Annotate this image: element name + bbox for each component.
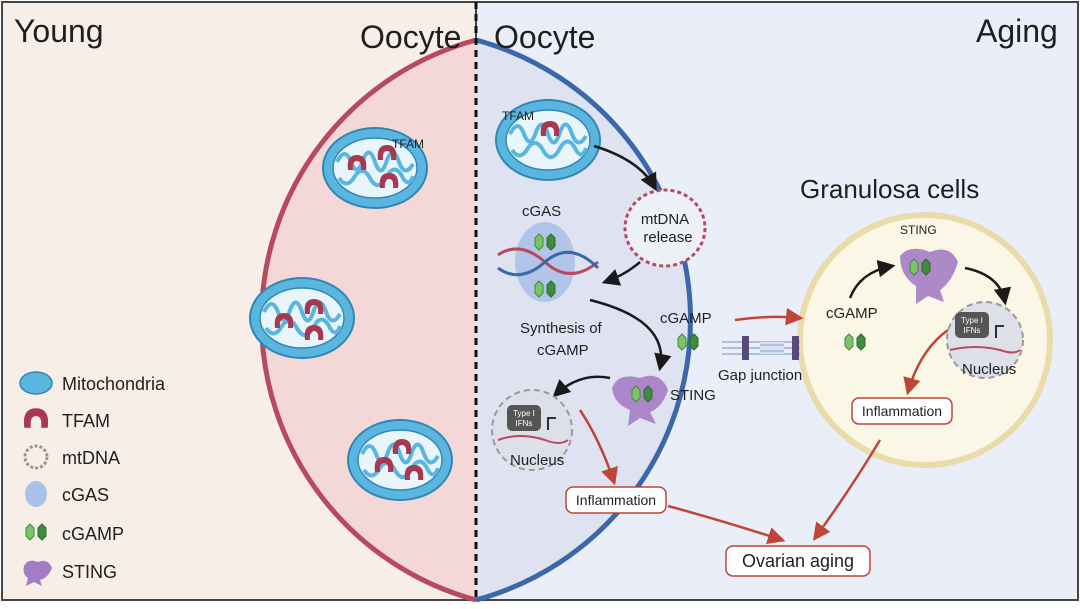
sting-icon [612,375,668,426]
ovarian-aging-box [725,545,871,577]
ifn-box [507,405,541,431]
tfam-label: TFAM [502,109,534,123]
legend-item-cgamp: cGAMP [62,524,124,544]
arrow-sting-to-nucleus [964,266,1012,306]
cgamp-label: cGAMP [826,305,878,322]
aging-oocyte-label: Oocyte [494,19,595,55]
arrow-granulosa-to-aging [812,439,882,541]
synthesis-label-2: cGAMP [537,342,589,359]
legend-item-sting: STING [62,562,117,582]
mtdna-release-label-2: release [643,229,692,246]
legend-item-mitochondria: Mitochondria [62,374,166,394]
promoter-arrow [547,417,556,430]
aging-label: Aging [976,13,1058,49]
ovarian-aging-label: Ovarian aging [742,551,854,571]
sting-icon [23,560,52,586]
arrow-mito-to-mtdna [593,144,657,192]
arrow-cgamp-transfer [734,307,804,326]
inflammation-box [565,486,667,514]
sting-label: STING [900,223,937,237]
dna-strand [497,250,600,277]
dna-strand [497,435,569,444]
mitochondria-icon [19,371,53,395]
promoter-arrow [995,325,1004,338]
arrow-to-inflammation [578,409,618,486]
synthesis-label: Synthesis of [520,320,603,337]
arrow-cgas-to-sting [589,298,672,372]
arrow-cgamp-to-sting [848,259,896,299]
arrow-to-inflammation [903,328,949,396]
arrow-sting-to-nucleus [552,375,611,398]
ifn-box [955,312,989,338]
legend-item-mtdna: mtDNA [62,448,120,468]
arrow-oocyte-to-aging [667,504,786,545]
mitochondria-icon [346,418,454,502]
gap-junction-label: Gap junction [718,367,802,384]
nucleus-label: Nucleus [510,452,564,469]
legend-item-cgas: cGAS [62,485,109,505]
mtdna-icon [23,444,49,470]
granulosa-title: Granulosa cells [800,174,979,204]
nucleus-label: Nucleus [962,361,1016,378]
mtdna-ring-icon [623,188,707,268]
dna-strand [949,346,1021,354]
ifn-label: Type I [513,409,535,418]
inflammation-label: Inflammation [862,403,942,419]
mtdna-release-label: mtDNA [641,211,689,228]
inflammation-label: Inflammation [576,492,656,508]
legend: Mitochondria TFAM mtDNA cGAS cGAMP STING [19,371,166,586]
young-label: Young [14,13,104,49]
ifn-label-2: IFNs [964,326,981,335]
legend-item-tfam: TFAM [62,411,110,431]
ifn-label-2: IFNs [516,419,533,428]
inflammation-box [851,397,953,425]
mitochondria-icon [248,276,356,360]
sting-label: STING [670,387,716,404]
gap-junction-icon [722,336,800,360]
ifn-label: Type I [961,316,983,325]
cgas-label: cGAS [522,203,561,220]
arrow-mtdna-to-cgas [601,261,641,286]
cgamp-label: cGAMP [660,310,712,327]
cgas-icon [25,481,47,507]
young-oocyte-label: Oocyte [360,19,461,55]
tfam-label: TFAM [392,137,424,151]
